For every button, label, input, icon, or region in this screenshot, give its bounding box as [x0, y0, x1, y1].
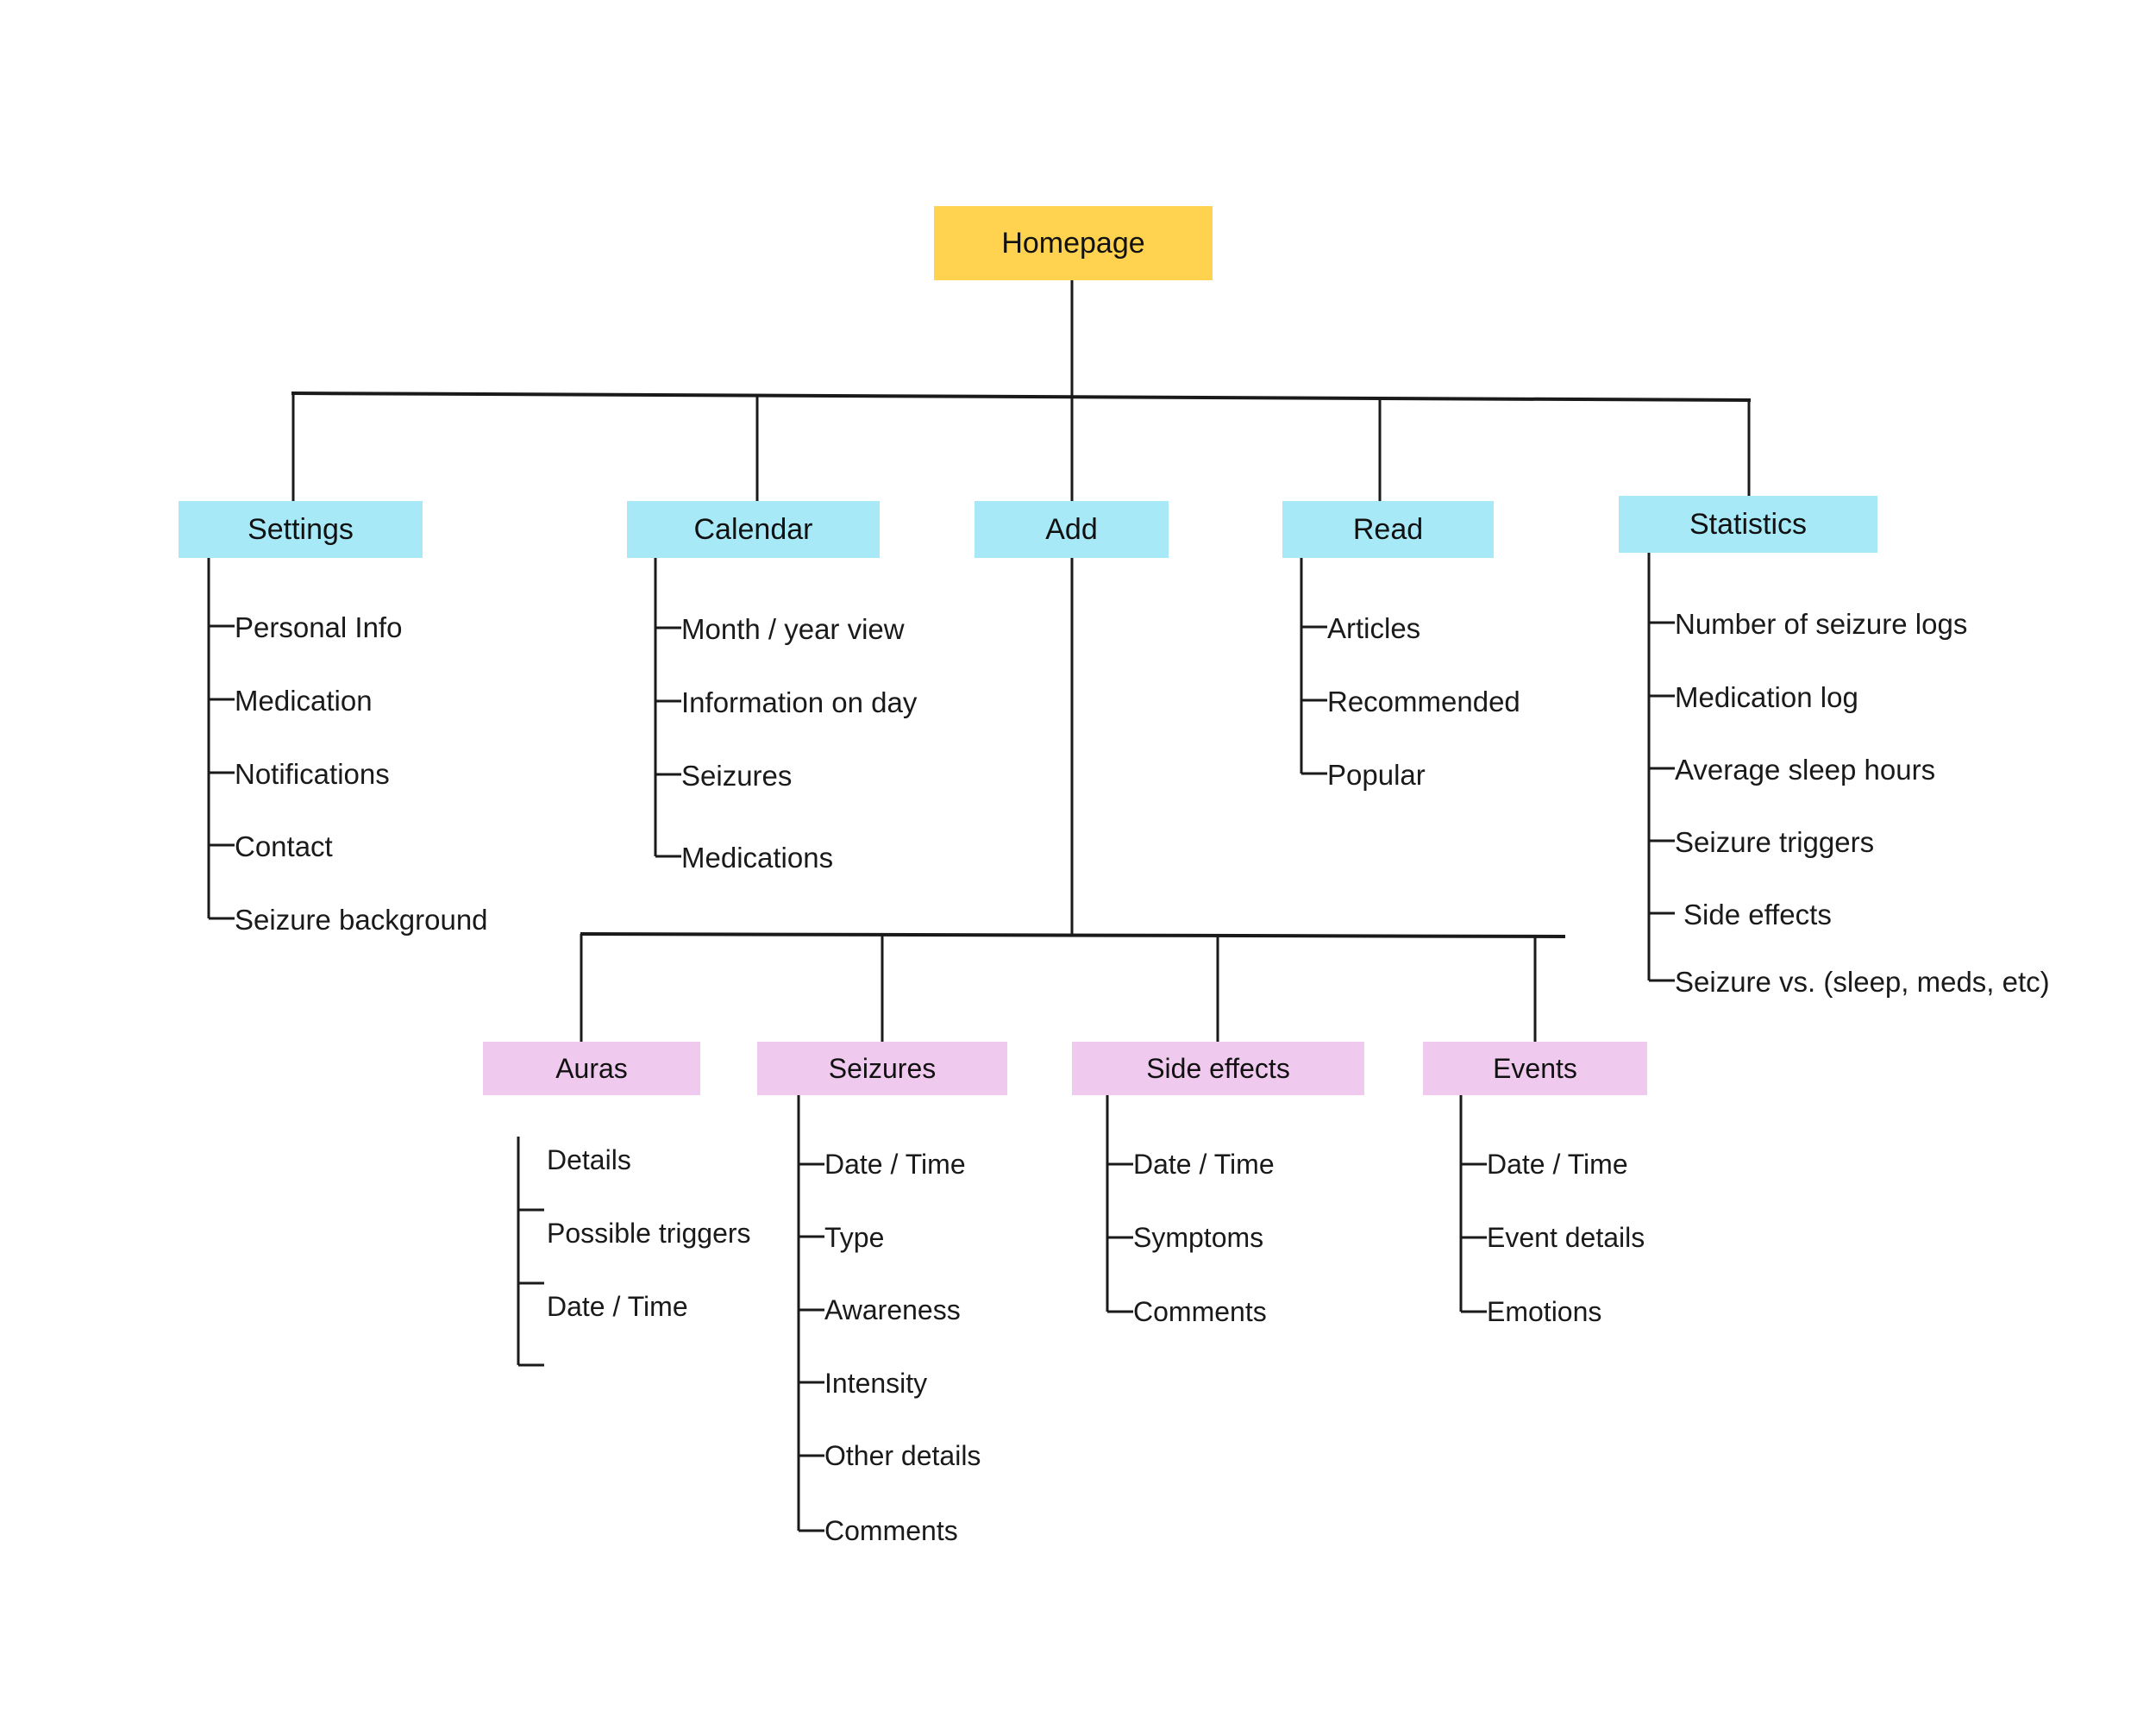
leaf-settings-contact[interactable]: Contact — [235, 832, 333, 861]
leaf-label: Personal Info — [235, 611, 403, 643]
leaf-label: Month / year view — [681, 613, 905, 645]
node-calendar[interactable]: Calendar — [627, 501, 880, 558]
node-read[interactable]: Read — [1282, 501, 1494, 558]
leaf-label: Type — [824, 1222, 885, 1253]
leaf-label: Recommended — [1327, 686, 1520, 717]
leaf-calendar-medications[interactable]: Medications — [681, 843, 833, 872]
node-auras-label: Auras — [555, 1053, 628, 1084]
node-seizures-label: Seizures — [828, 1053, 937, 1084]
node-auras[interactable]: Auras — [483, 1042, 700, 1095]
leaf-calendar-seizures[interactable]: Seizures — [681, 761, 792, 790]
leaf-label: Comments — [824, 1515, 958, 1546]
node-side-effects[interactable]: Side effects — [1072, 1042, 1364, 1095]
leaf-label: Articles — [1327, 612, 1421, 644]
leaf-statistics-seizure-triggers[interactable]: Seizure triggers — [1675, 828, 1874, 856]
leaf-label: Seizure background — [235, 904, 488, 936]
leaf-calendar-information-on-day[interactable]: Information on day — [681, 688, 917, 717]
node-events-label: Events — [1493, 1053, 1577, 1084]
leaf-label: Date / Time — [547, 1291, 688, 1322]
leaf-settings-personal-info[interactable]: Personal Info — [235, 613, 402, 642]
leaf-label: Notifications — [235, 758, 390, 790]
leaf-settings-notifications[interactable]: Notifications — [235, 760, 390, 788]
leaf-label: Awareness — [824, 1294, 961, 1325]
leaf-label: Seizure vs. (sleep, meds, etc) — [1675, 966, 2050, 998]
leaf-seizures-comments[interactable]: Comments — [824, 1517, 958, 1544]
leaf-label: Seizure triggers — [1675, 826, 1875, 858]
leaf-label: Details — [547, 1144, 631, 1175]
leaf-label: Contact — [235, 830, 333, 862]
leaf-read-recommended[interactable]: Recommended — [1327, 687, 1520, 716]
edge-level1-bus — [291, 392, 1752, 402]
leaf-seizures-intensity[interactable]: Intensity — [824, 1369, 927, 1397]
leaf-auras-date-time[interactable]: Date / Time — [547, 1293, 688, 1320]
leaf-label: Number of seizure logs — [1675, 608, 1968, 640]
leaf-label: Seizures — [681, 760, 793, 792]
node-seizures[interactable]: Seizures — [757, 1042, 1007, 1095]
leaf-statistics-seizure-vs[interactable]: Seizure vs. (sleep, meds, etc) — [1675, 968, 2050, 996]
leaf-label: Medication — [235, 685, 373, 717]
leaf-label: Other details — [824, 1440, 981, 1471]
leaf-side-effects-date-time[interactable]: Date / Time — [1133, 1150, 1275, 1178]
node-side-effects-label: Side effects — [1146, 1053, 1290, 1084]
leaf-read-popular[interactable]: Popular — [1327, 761, 1426, 789]
leaf-seizures-type[interactable]: Type — [824, 1224, 884, 1251]
node-statistics[interactable]: Statistics — [1619, 496, 1877, 553]
node-homepage[interactable]: Homepage — [934, 206, 1213, 280]
leaf-settings-medication[interactable]: Medication — [235, 686, 373, 715]
leaf-auras-possible-triggers[interactable]: Possible triggers — [547, 1219, 751, 1247]
leaf-events-emotions[interactable]: Emotions — [1487, 1298, 1601, 1325]
node-events[interactable]: Events — [1423, 1042, 1647, 1095]
node-calendar-label: Calendar — [693, 513, 813, 546]
node-homepage-label: Homepage — [1001, 227, 1145, 260]
leaf-label: Date / Time — [1487, 1149, 1628, 1180]
edge-level2-bus — [580, 932, 1566, 938]
leaf-label: Emotions — [1487, 1296, 1602, 1327]
leaf-label: Average sleep hours — [1675, 754, 1936, 786]
leaf-label: Symptoms — [1133, 1222, 1264, 1253]
leaf-calendar-month-year-view[interactable]: Month / year view — [681, 615, 905, 643]
leaf-label: Date / Time — [1133, 1149, 1275, 1180]
leaf-label: Information on day — [681, 686, 918, 718]
leaf-side-effects-comments[interactable]: Comments — [1133, 1298, 1267, 1325]
leaf-events-event-details[interactable]: Event details — [1487, 1224, 1645, 1251]
leaf-label: Popular — [1327, 759, 1426, 791]
leaf-read-articles[interactable]: Articles — [1327, 614, 1420, 642]
leaf-label: Possible triggers — [547, 1218, 751, 1249]
leaf-auras-details[interactable]: Details — [547, 1146, 631, 1174]
leaf-label: Comments — [1133, 1296, 1267, 1327]
leaf-label: Side effects — [1683, 899, 1832, 930]
node-settings-label: Settings — [248, 513, 354, 546]
leaf-statistics-average-sleep-hours[interactable]: Average sleep hours — [1675, 755, 1935, 784]
leaf-seizures-awareness[interactable]: Awareness — [824, 1296, 961, 1324]
leaf-label: Event details — [1487, 1222, 1645, 1253]
leaf-statistics-number-of-seizure-logs[interactable]: Number of seizure logs — [1675, 610, 1967, 638]
leaf-settings-seizure-background[interactable]: Seizure background — [235, 905, 488, 934]
node-statistics-label: Statistics — [1689, 508, 1808, 541]
leaf-seizures-date-time[interactable]: Date / Time — [824, 1150, 966, 1178]
leaf-label: Intensity — [824, 1368, 928, 1399]
node-add-label: Add — [1045, 513, 1098, 546]
leaf-statistics-side-effects[interactable]: Side effects — [1683, 900, 1832, 929]
node-read-label: Read — [1352, 513, 1424, 546]
node-settings[interactable]: Settings — [179, 501, 423, 558]
node-add[interactable]: Add — [975, 501, 1169, 558]
leaf-statistics-medication-log[interactable]: Medication log — [1675, 683, 1858, 711]
leaf-label: Medication log — [1675, 681, 1858, 713]
leaf-side-effects-symptoms[interactable]: Symptoms — [1133, 1224, 1263, 1251]
leaf-events-date-time[interactable]: Date / Time — [1487, 1150, 1628, 1178]
leaf-seizures-other-details[interactable]: Other details — [824, 1442, 981, 1469]
leaf-label: Medications — [681, 842, 834, 874]
leaf-label: Date / Time — [824, 1149, 966, 1180]
